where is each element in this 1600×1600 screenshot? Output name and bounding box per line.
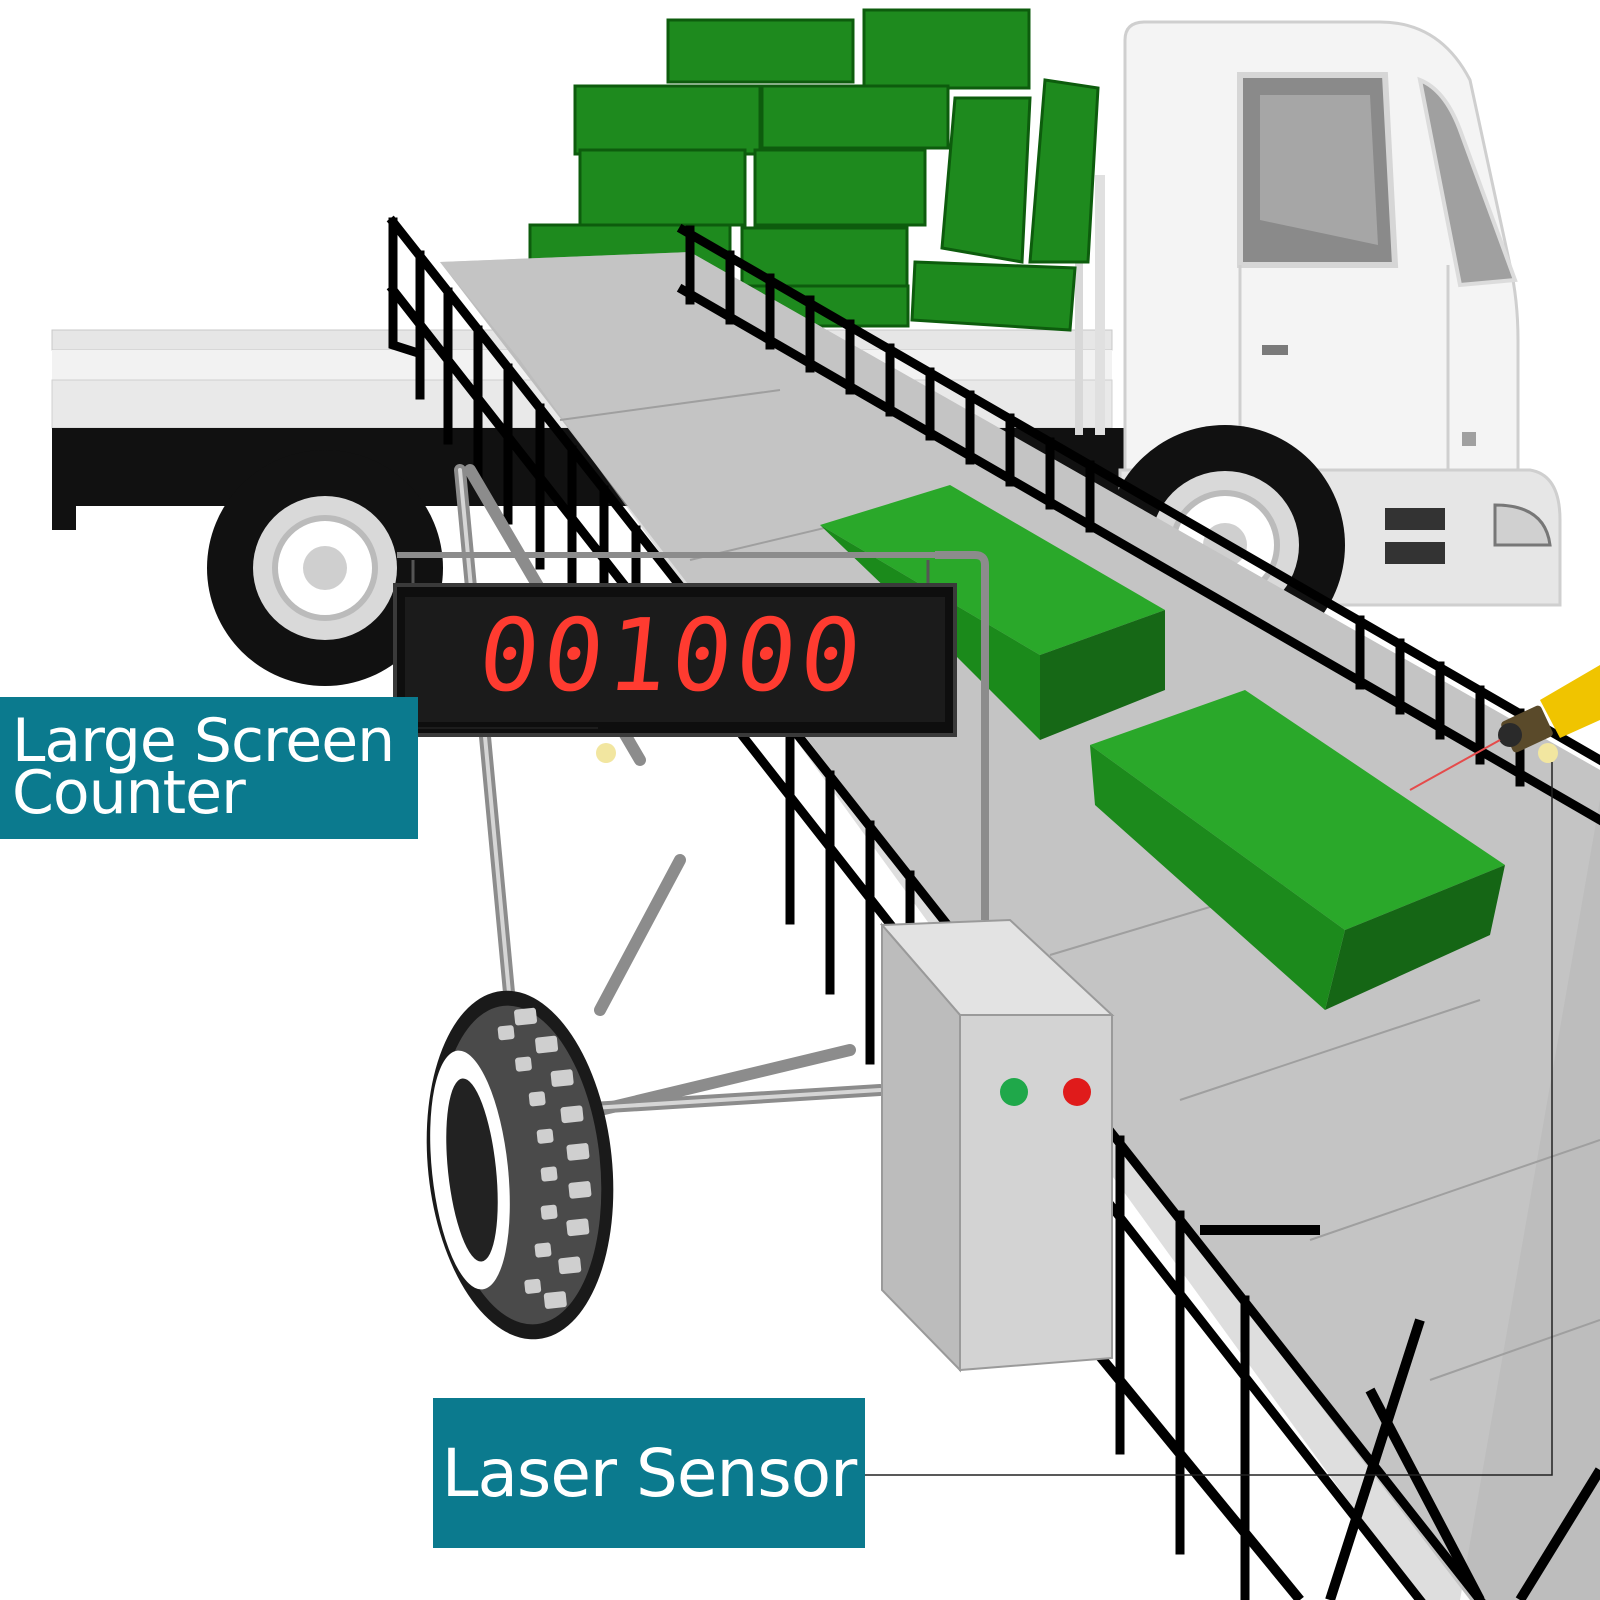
cardboard-box-icon <box>573 84 762 156</box>
cardboard-box-icon <box>1090 690 1505 1010</box>
cardboard-box-icon <box>666 18 855 84</box>
label-counter-line1: Large Screen <box>12 706 395 776</box>
cardboard-box-icon <box>1028 78 1100 264</box>
cardboard-box-icon <box>578 148 747 227</box>
counter-value: 001000 <box>473 596 871 714</box>
label-counter-line2: Counter <box>12 758 246 828</box>
laser-sensor-icon <box>596 665 1600 791</box>
label-laser-sensor: Laser Sensor <box>433 1398 865 1548</box>
label-sensor-bg <box>433 1398 865 1548</box>
cardboard-box-icon <box>820 485 1165 740</box>
label-sensor-text: Laser Sensor <box>441 1434 858 1512</box>
cardboard-box-icon <box>940 96 1032 264</box>
tire-icon <box>426 990 614 1340</box>
leader-lines <box>418 727 1553 1476</box>
cardboard-box-icon <box>910 260 1077 332</box>
control-cabinet-icon <box>879 551 1115 1373</box>
label-large-screen-counter: Large Screen Counter <box>0 697 418 839</box>
led-counter-icon <box>393 552 975 737</box>
cardboard-box-icon <box>862 8 1031 90</box>
cardboard-box-icon <box>760 84 950 150</box>
label-counter-bg <box>0 697 418 839</box>
counter-display: 001000 <box>398 597 945 714</box>
cardboard-box-icon <box>753 148 927 227</box>
green-indicator-light <box>1000 1078 1028 1106</box>
red-indicator-light <box>1063 1078 1091 1106</box>
